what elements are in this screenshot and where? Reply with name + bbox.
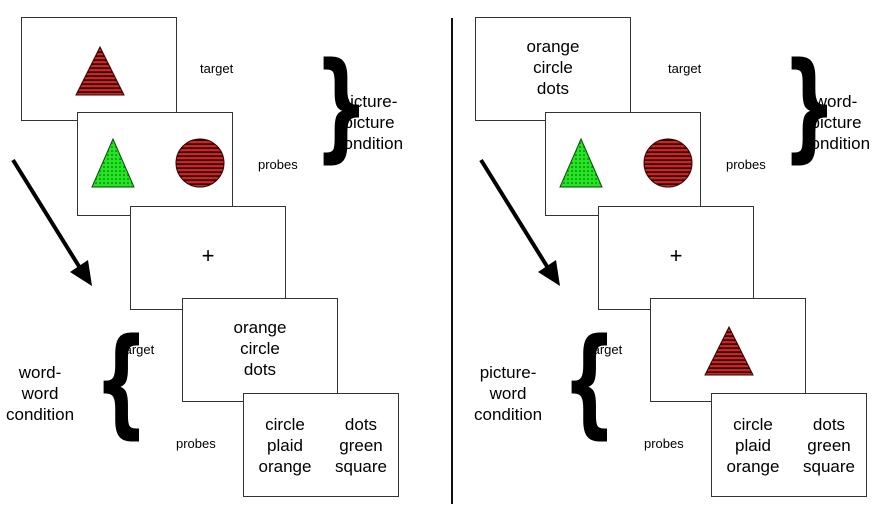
label-target: target [589,342,623,357]
red-striped-triangle-icon [75,45,125,96]
word-line: plaid [735,436,771,455]
probe-words-card: circle plaid orange dots green square [711,393,867,497]
condition-label: word- picture condition [802,91,870,154]
word-line: circle [533,58,573,77]
target-card [21,17,177,121]
fixation-cross: + [201,243,215,268]
word-line: green [807,436,851,455]
condition-label: word- word condition [6,362,74,425]
red-striped-circle-icon [175,138,225,188]
word-line: square [335,457,387,476]
probes-card [77,112,233,216]
red-striped-circle-icon [643,138,693,188]
condition-line: word [489,384,527,403]
panel-divider [451,18,453,504]
word-line: orange [726,457,780,476]
label-probes: probes [176,436,216,451]
target-word-card: orange circle dots [475,17,631,121]
target-words: orange circle dots [183,317,337,380]
label-target: target [200,61,234,76]
word-line: plaid [267,436,303,455]
condition-label: picture- word condition [474,362,542,425]
target-words: orange circle dots [476,36,630,99]
down-right-arrow-icon [11,158,92,286]
word-line: green [339,436,383,455]
label-target: target [121,342,155,357]
label-probes: probes [644,436,684,451]
down-right-arrow-icon [479,158,560,286]
condition-line: picture- [479,363,537,382]
probe-words-card: circle plaid orange dots green square [243,393,399,497]
condition-line: word- [18,363,62,382]
condition-label: picture- picture condition [335,91,403,154]
label-probes: probes [726,157,766,172]
probe-words-left: circle plaid orange [720,414,786,477]
probe-words-right: dots green square [796,414,862,477]
condition-line: picture [343,113,395,132]
red-striped-triangle-icon [704,325,754,376]
condition-line: picture [810,113,862,132]
probes-card [545,112,701,216]
condition-line: picture- [340,92,398,111]
condition-line: condition [335,134,404,153]
condition-line: condition [474,405,543,424]
condition-line: condition [802,134,871,153]
curly-brace-icon: } [314,36,369,174]
condition-line: condition [6,405,75,424]
word-line: dots [243,360,277,379]
green-dotted-triangle-icon [559,137,603,188]
label-probes: probes [258,157,298,172]
probe-words-left: circle plaid orange [252,414,318,477]
curly-brace-icon: } [782,36,837,174]
target-word-card: orange circle dots [182,298,338,402]
word-line: orange [526,37,580,56]
word-line: circle [240,339,280,358]
panel-right: orange circle dots + circle plaid orange… [468,0,892,516]
word-line: dots [536,79,570,98]
word-line: circle [265,415,305,434]
condition-line: word [21,384,59,403]
panel-left: + orange circle dots circle plaid orange… [6,17,403,497]
word-line: square [803,457,855,476]
fixation-card: + [598,206,754,310]
fixation-card: + [130,206,286,310]
condition-line: word- [814,92,858,111]
target-card [650,298,806,402]
curly-brace-icon: { [94,312,149,450]
curly-brace-icon: { [562,312,617,450]
word-line: circle [733,415,773,434]
green-dotted-triangle-icon [91,137,135,188]
word-line: orange [233,318,287,337]
word-line: dots [812,415,846,434]
fixation-cross: + [669,243,683,268]
word-line: dots [344,415,378,434]
word-line: orange [258,457,312,476]
label-target: target [668,61,702,76]
probe-words-right: dots green square [328,414,394,477]
